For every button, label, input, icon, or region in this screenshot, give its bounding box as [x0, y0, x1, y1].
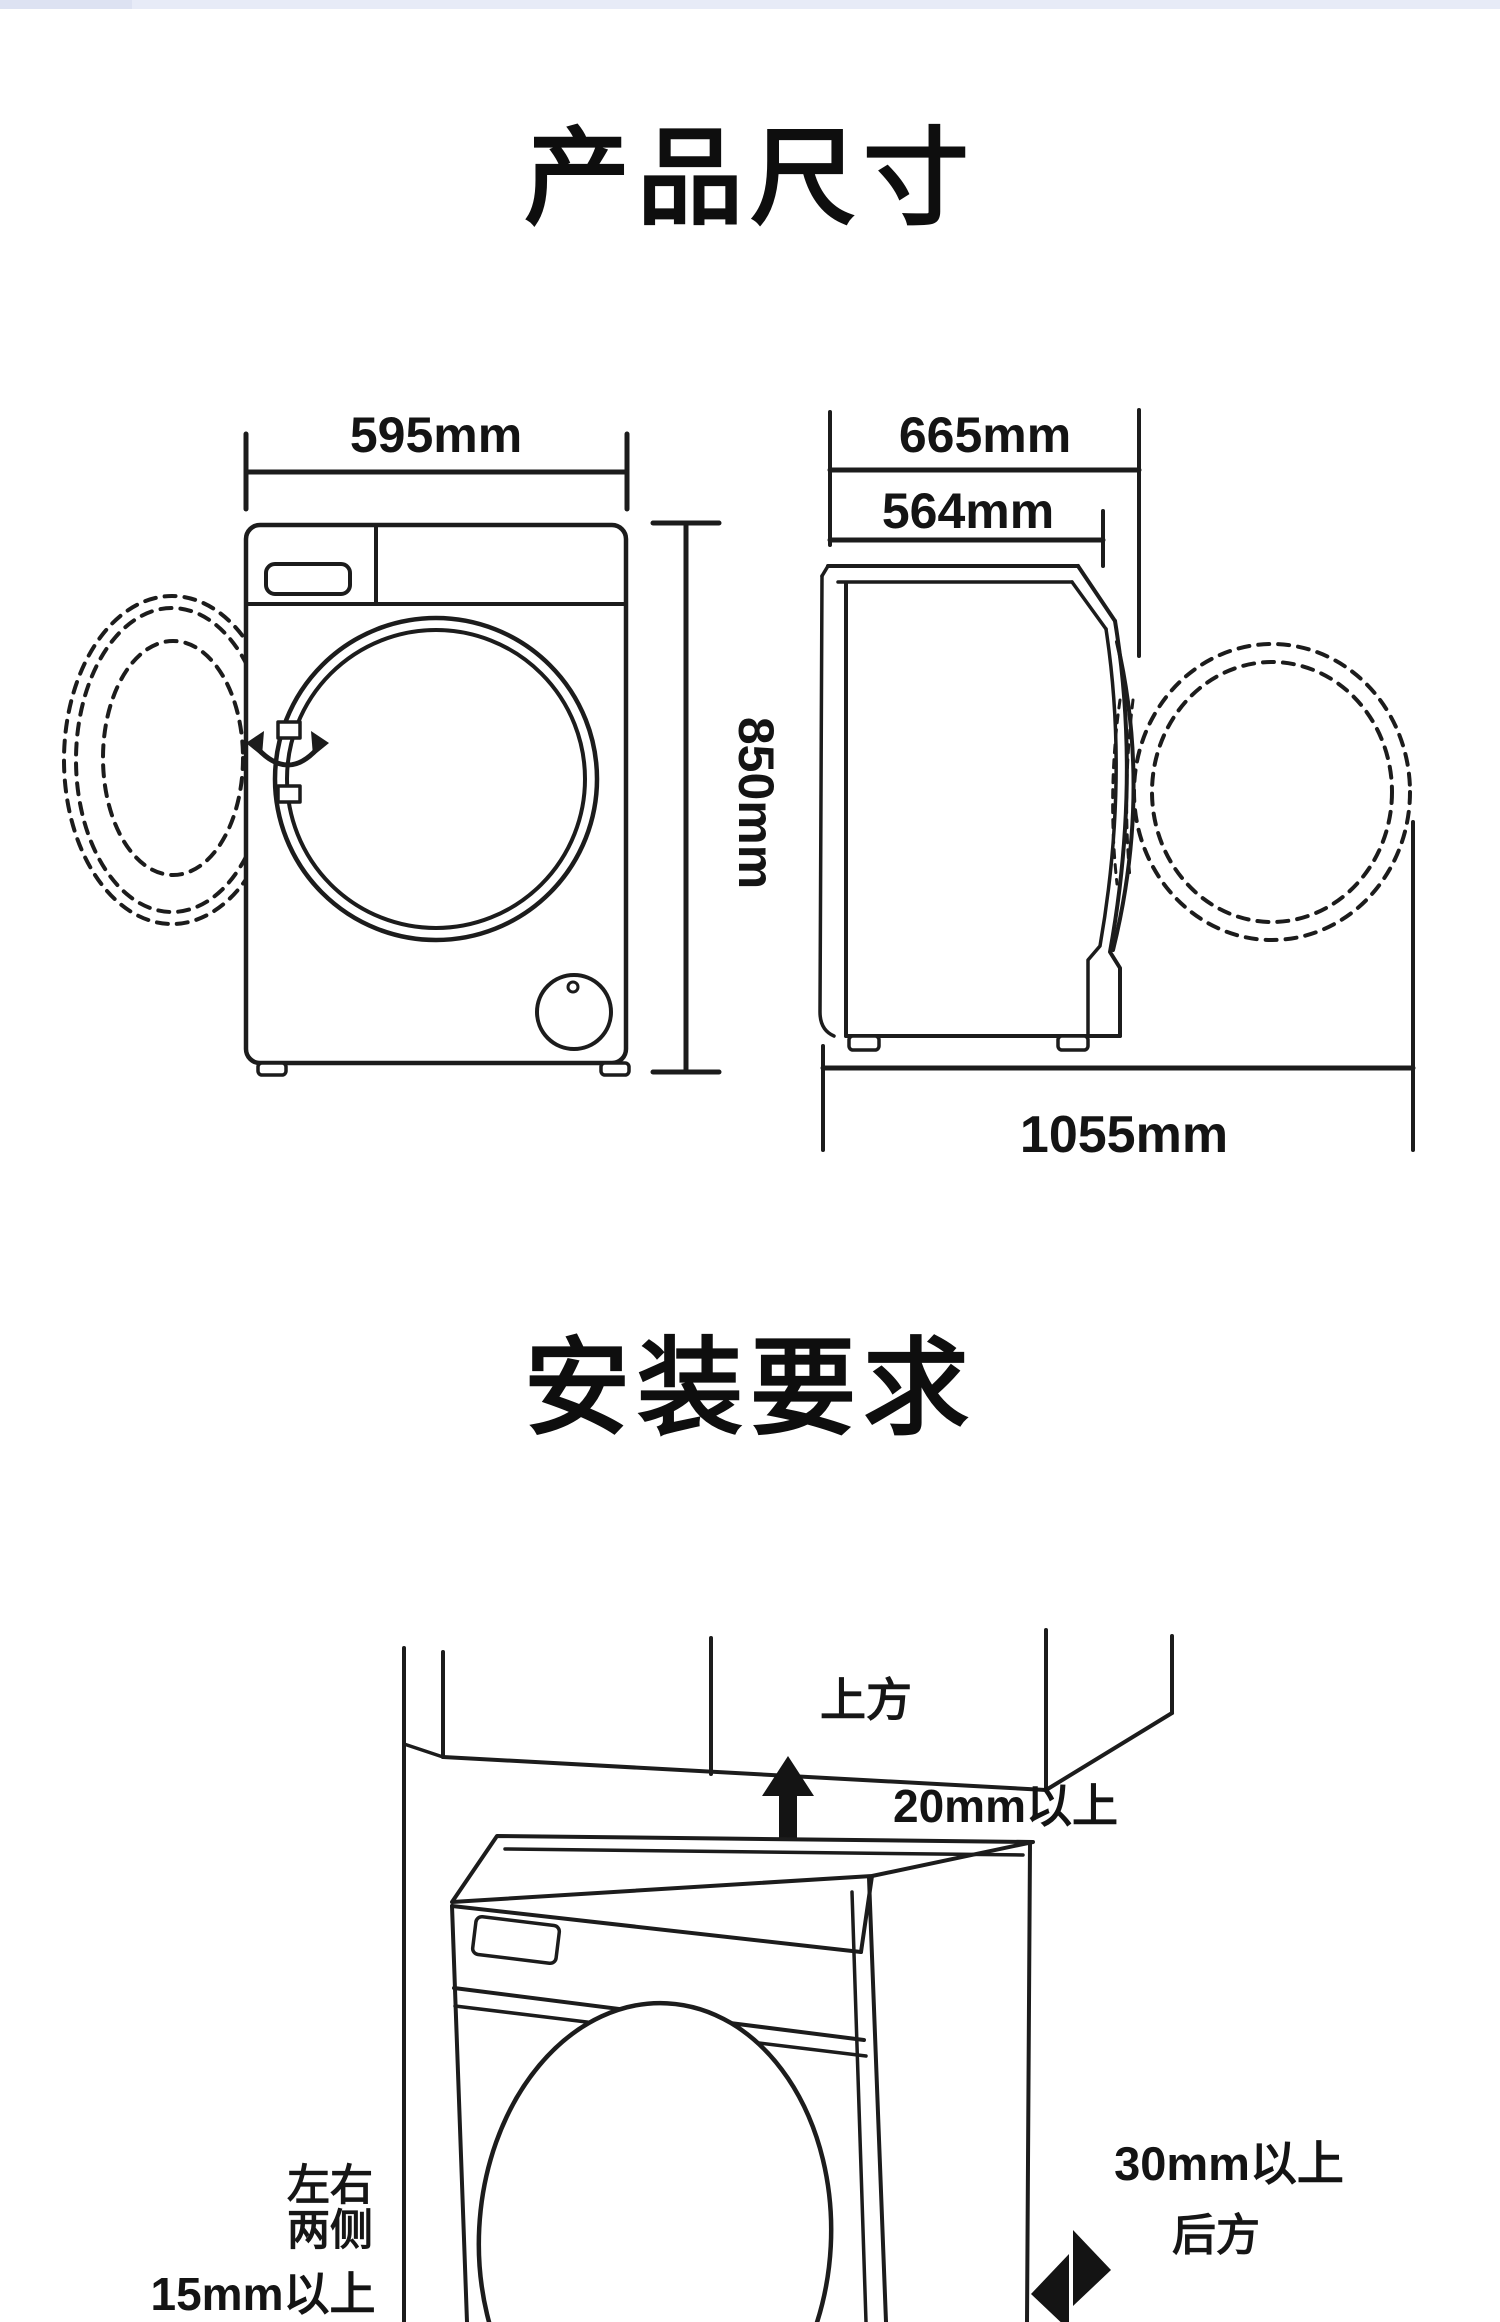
top-area-label: 上方	[820, 1674, 912, 1726]
door-hinge-top	[276, 720, 302, 740]
side-door-open-depth-dimension: 1055mm	[820, 820, 1416, 1164]
installation-machine-display	[470, 1914, 562, 1966]
rear-clearance-label: 30mm以上	[1114, 2137, 1344, 2190]
side-view-drawing: 665mm 564mm	[818, 407, 1416, 1164]
side-profile-outline	[818, 564, 1136, 1052]
front-width-dimension: 595mm	[243, 407, 630, 512]
front-height-dimension-label: 850mm	[728, 717, 784, 889]
side-area-label-line1: 左右	[287, 2162, 373, 2210]
installation-machine-outline	[450, 1834, 1035, 2322]
upper-cabinet-outline	[402, 1628, 1174, 1792]
front-width-dimension-label: 595mm	[350, 407, 522, 463]
installation-drawing: 上方 20mm以上	[151, 1628, 1344, 2322]
installation-machine-door	[476, 2000, 834, 2322]
side-total-depth-label: 665mm	[899, 407, 1071, 463]
side-door-swing-dashed-circles	[1132, 642, 1412, 942]
side-door-open-depth-label: 1055mm	[1020, 1106, 1228, 1164]
program-knob-marker	[566, 980, 580, 994]
top-divider-bar-accent	[0, 0, 132, 9]
door-outer-ring	[272, 615, 600, 943]
program-knob	[535, 973, 613, 1051]
rear-clearance-arrow-icon	[1031, 2230, 1111, 2322]
door-swing-arrow-icon	[246, 731, 329, 768]
front-height-dimension: 850mm	[650, 520, 784, 1075]
front-foot-left	[256, 1061, 288, 1077]
detergent-drawer	[264, 562, 352, 596]
top-clearance-label: 20mm以上	[893, 1780, 1118, 1832]
side-body-depth-dimension: 564mm	[827, 483, 1106, 568]
front-view-drawing: 595mm	[62, 407, 784, 1077]
door-inner-ring	[285, 628, 587, 930]
side-area-label-line2: 两侧	[287, 2207, 373, 2255]
rear-area-label: 后方	[1172, 2211, 1260, 2260]
side-clearance-label: 15mm以上	[151, 2268, 376, 2320]
top-divider-bar	[0, 0, 1500, 9]
side-body-depth-label: 564mm	[882, 483, 1054, 539]
side-total-depth-dimension: 665mm	[827, 407, 1142, 658]
section-title-product-dimensions: 产品尺寸	[524, 120, 976, 238]
door-hinge-bottom	[276, 784, 302, 804]
section-title-installation-requirements: 安装要求	[524, 1330, 976, 1448]
front-foot-right	[599, 1061, 631, 1077]
